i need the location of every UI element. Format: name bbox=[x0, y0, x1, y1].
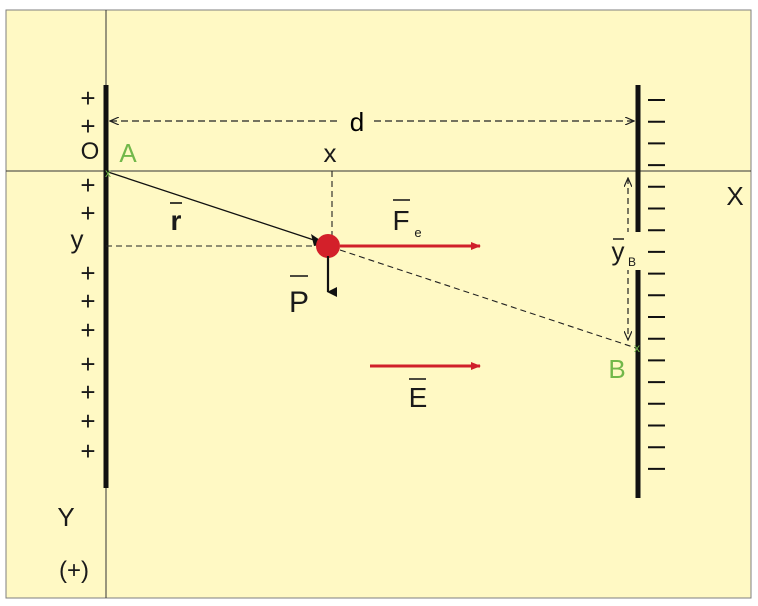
x-position-label: x bbox=[324, 138, 337, 168]
trajectory-dashed bbox=[339, 249, 637, 349]
y-direction-label: (+) bbox=[59, 557, 89, 584]
y-axis-label: Y bbox=[57, 502, 74, 532]
origin-label: O bbox=[81, 138, 100, 165]
electric-force-label: F bbox=[392, 205, 409, 236]
point-a-marker: x bbox=[105, 166, 111, 180]
electric-force-subscript: e bbox=[414, 225, 421, 240]
negative-charge-signs bbox=[648, 99, 665, 470]
positive-charge-signs: +++++++++++ bbox=[80, 83, 95, 466]
positive-sign: + bbox=[80, 436, 95, 466]
positive-sign: + bbox=[80, 315, 95, 345]
positive-sign: + bbox=[80, 198, 95, 228]
positive-sign: + bbox=[80, 170, 95, 200]
distance-label: d bbox=[350, 107, 364, 137]
yb-label: y bbox=[612, 236, 625, 266]
positive-sign: + bbox=[80, 377, 95, 407]
positive-sign: + bbox=[80, 349, 95, 379]
positive-sign: + bbox=[80, 111, 95, 141]
point-a-label: A bbox=[119, 138, 137, 168]
positive-sign: + bbox=[80, 286, 95, 316]
charged-particle bbox=[316, 234, 340, 258]
x-axis-label: X bbox=[726, 181, 743, 211]
position-vector-label: r bbox=[171, 205, 182, 236]
weight-label: P bbox=[289, 286, 309, 319]
positive-sign: + bbox=[80, 406, 95, 436]
position-vector-r bbox=[107, 171, 324, 244]
field-label: E bbox=[409, 382, 428, 413]
yb-subscript: B bbox=[628, 255, 636, 269]
positive-sign: + bbox=[80, 258, 95, 288]
y-position-label: y bbox=[71, 224, 84, 254]
positive-sign: + bbox=[80, 83, 95, 113]
distance-label-gap bbox=[340, 106, 374, 134]
point-b-marker: x bbox=[634, 341, 640, 355]
point-b-label: B bbox=[608, 354, 625, 384]
